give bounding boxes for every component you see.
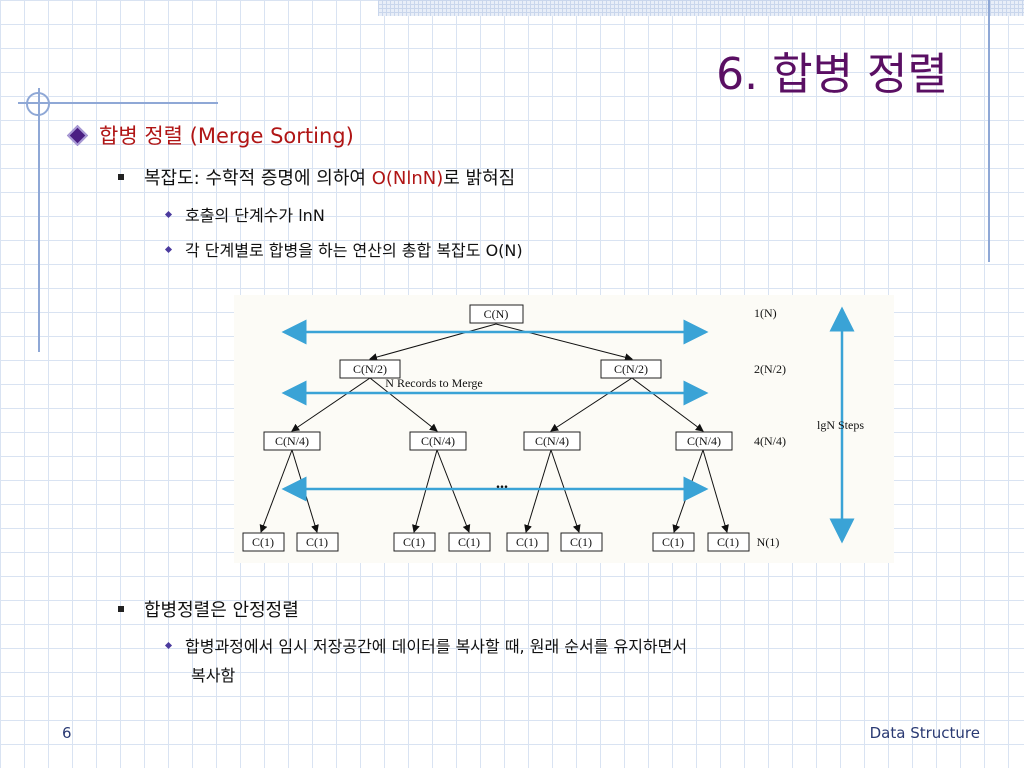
level-arrows xyxy=(281,306,855,544)
sub-bullet-calls: 호출의 단계수가 lnN xyxy=(164,202,325,226)
square-bullet-icon xyxy=(118,606,124,612)
node-root xyxy=(469,304,524,324)
small-diamond-icon xyxy=(164,641,173,650)
steps-label: lgN Steps xyxy=(817,418,864,432)
heading-ko: 합병 정렬 xyxy=(99,124,183,148)
node-quarter-2 xyxy=(409,431,467,451)
footer-label: Data Structure xyxy=(869,724,980,742)
node-half-2 xyxy=(600,359,662,379)
node-quarter-1-label: C(N/4) xyxy=(275,434,309,448)
leaf-2-label: C(1) xyxy=(306,535,328,549)
leaf-3 xyxy=(393,532,436,552)
square-bullet-icon xyxy=(118,174,124,180)
merge-tree-diagram: C(N) C(N/2) C(N/2) C(N/4) C(N/4) C(N/4) … xyxy=(234,295,894,563)
sub-bullet-cost: 각 단계별로 합병을 하는 연산의 총합 복잡도 O(N) xyxy=(164,237,523,261)
bullet-complexity-highlight: O(NlnN) xyxy=(371,168,444,189)
leaf-2 xyxy=(296,532,339,552)
decor-horizontal-line xyxy=(18,102,218,104)
level-label-2: 2(N/2) xyxy=(754,362,786,376)
leaf-5 xyxy=(506,532,549,552)
sub-bullet-copy: 합병과정에서 임시 저장공간에 데이터를 복사할 때, 원래 순서를 유지하면서 xyxy=(164,633,688,657)
diamond-bullet-icon xyxy=(66,124,89,146)
level-label-3: 4(N/4) xyxy=(754,434,786,448)
node-half-1 xyxy=(339,359,401,379)
bullet-complexity-suffix: 로 밝혀짐 xyxy=(443,168,516,189)
sub-bullet-calls-value: lnN xyxy=(298,206,325,225)
decor-circle-icon xyxy=(26,92,50,116)
leaf-8 xyxy=(707,532,750,552)
leaf-4-label: C(1) xyxy=(458,535,480,549)
bullet-stable: 합병정렬은 안정정렬 xyxy=(118,596,299,622)
decor-vertical-line xyxy=(38,88,40,352)
node-half-1-label: C(N/2) xyxy=(353,362,387,376)
top-decor-band xyxy=(378,0,1024,16)
node-quarter-3-label: C(N/4) xyxy=(535,434,569,448)
sub-bullet-cost-value: O(N) xyxy=(485,241,523,260)
leaf-level-label: N(1) xyxy=(757,535,780,549)
node-quarter-4-label: C(N/4) xyxy=(687,434,721,448)
leaf-5-label: C(1) xyxy=(516,535,538,549)
level-label-1: 1(N) xyxy=(754,306,777,320)
node-half-2-label: C(N/2) xyxy=(614,362,648,376)
node-quarter-1 xyxy=(263,431,321,451)
leaf-6 xyxy=(560,532,603,552)
bullet-stable-text: 합병정렬은 안정정렬 xyxy=(144,600,299,621)
heading-en: (Merge Sorting) xyxy=(189,124,354,148)
decor-right-line xyxy=(988,0,990,262)
heading-bullet: 합병 정렬 (Merge Sorting) xyxy=(62,120,354,150)
page-number: 6 xyxy=(62,724,72,742)
small-diamond-icon xyxy=(164,245,173,254)
bullet-complexity-prefix: 복잡도: 수학적 증명에 의하여 xyxy=(144,168,366,189)
sub-bullet-copy-line1: 합병과정에서 임시 저장공간에 데이터를 복사할 때, 원래 순서를 유지하면서 xyxy=(185,637,688,656)
slide-title: 6. 합병 정렬 xyxy=(716,49,948,100)
sub-bullet-calls-text: 호출의 단계수가 xyxy=(185,206,294,225)
sub-bullet-copy-line2: 복사함 xyxy=(191,666,236,685)
leaf-6-label: C(1) xyxy=(570,535,592,549)
node-quarter-3 xyxy=(523,431,581,451)
leaf-8-label: C(1) xyxy=(717,535,739,549)
ellipsis: ... xyxy=(496,475,508,492)
sub-bullet-cost-text: 각 단계별로 합병을 하는 연산의 총합 복잡도 xyxy=(185,241,481,260)
tree-edges xyxy=(259,323,729,533)
leaf-1 xyxy=(242,532,285,552)
bullet-complexity: 복잡도: 수학적 증명에 의하여 O(NlnN)로 밝혀짐 xyxy=(118,164,515,190)
small-diamond-icon xyxy=(164,210,173,219)
merge-tree-svg: C(N) C(N/2) C(N/2) C(N/4) C(N/4) C(N/4) … xyxy=(242,304,864,552)
leaf-7-label: C(1) xyxy=(662,535,684,549)
node-quarter-2-label: C(N/4) xyxy=(421,434,455,448)
leaf-4 xyxy=(448,532,491,552)
leaf-1-label: C(1) xyxy=(252,535,274,549)
leaf-3-label: C(1) xyxy=(403,535,425,549)
merge-label: N Records to Merge xyxy=(385,376,482,390)
node-root-label: C(N) xyxy=(484,307,509,321)
leaf-7 xyxy=(652,532,695,552)
node-quarter-4 xyxy=(675,431,733,451)
